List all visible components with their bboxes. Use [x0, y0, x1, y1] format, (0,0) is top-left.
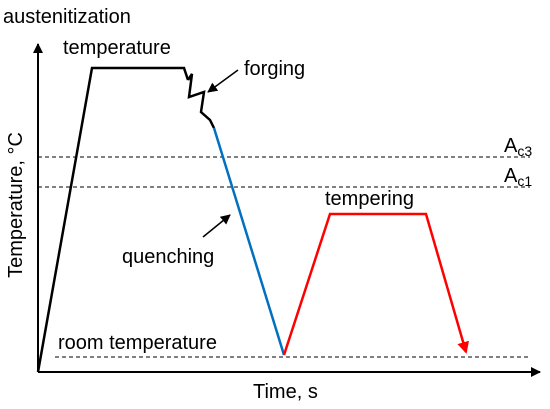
- tempering-curve: [282, 212, 469, 356]
- forging-arrow: [207, 69, 239, 93]
- quenching-label: quenching: [122, 246, 214, 268]
- quenching-curve: [212, 127, 286, 356]
- tempering-label: tempering: [325, 188, 414, 210]
- quenching-arrow: [202, 214, 231, 238]
- x-axis-label: Time, s: [253, 381, 318, 403]
- forging-zigzag: [186, 73, 216, 129]
- ac1-label: Ac1: [504, 165, 532, 189]
- heating-curve: [36, 66, 190, 373]
- temperature-label: temperature: [63, 37, 171, 59]
- y-axis-label: Temperature, °C: [5, 132, 27, 278]
- forging-label: forging: [244, 58, 305, 80]
- austenitization-label: austenitization: [3, 6, 131, 28]
- ac3-label: Ac3: [504, 135, 532, 159]
- room-temperature-label: room temperature: [58, 332, 217, 354]
